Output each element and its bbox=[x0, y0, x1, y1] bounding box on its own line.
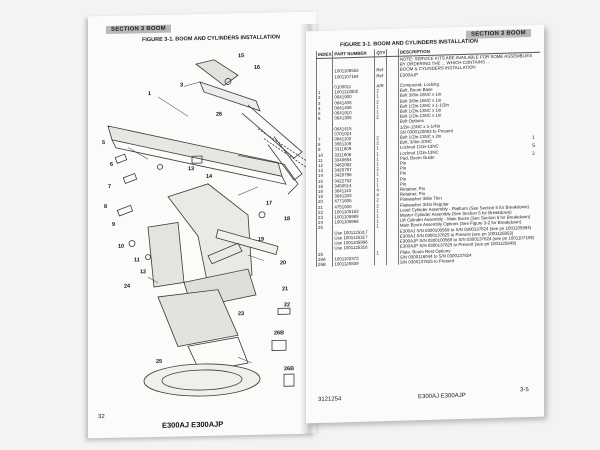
callout-label: 7 bbox=[108, 184, 111, 190]
callout-label: 22 bbox=[284, 302, 290, 308]
right-page-number: 3-5 bbox=[520, 387, 529, 394]
callout-label: 1 bbox=[148, 91, 151, 97]
callout-label: 18 bbox=[284, 216, 290, 222]
callout-label: 8 bbox=[104, 204, 107, 210]
side-mark: 3 bbox=[532, 150, 535, 158]
callout-label: 14 bbox=[206, 174, 213, 180]
callout-label: 25 bbox=[156, 359, 162, 365]
document-number: 3121254 bbox=[318, 396, 342, 403]
callout-label: 17 bbox=[266, 201, 272, 207]
parts-table-body: NOTE: SERVICE KITS ARE AVAILABLE FOR SOM… bbox=[316, 52, 540, 268]
side-mark: S bbox=[532, 142, 536, 150]
callout-label: 26B bbox=[284, 366, 294, 372]
callout-label: 12 bbox=[140, 269, 146, 275]
right-page: SECTION 3 BOOM FIGURE 3-1. BOOM AND CYLI… bbox=[306, 24, 544, 424]
left-page: SECTION 3 BOOM FIGURE 3-1. BOOM AND CYLI… bbox=[88, 11, 316, 439]
callout-label: 6 bbox=[110, 162, 113, 168]
callout-label: 19 bbox=[258, 237, 264, 243]
cell-spacer bbox=[386, 259, 399, 266]
callout-label: 10 bbox=[118, 244, 124, 250]
left-section-tab: SECTION 3 BOOM bbox=[106, 24, 171, 35]
cell-index: 26B bbox=[316, 261, 333, 268]
callout-label: 20 bbox=[280, 260, 286, 266]
callout-label: 15 bbox=[238, 53, 244, 59]
callout-label: 13 bbox=[188, 166, 194, 172]
callout-label: 23 bbox=[238, 311, 244, 317]
cell-qty bbox=[374, 259, 387, 266]
right-section-tab: SECTION 3 BOOM bbox=[466, 29, 531, 39]
side-mark: 1 bbox=[532, 134, 535, 142]
callout-label: 5 bbox=[102, 140, 105, 146]
callout-label: 24 bbox=[124, 283, 131, 289]
left-page-number: 32 bbox=[98, 414, 105, 421]
callout-label: 26 bbox=[216, 112, 222, 118]
cell-part-number: 1001125839 bbox=[332, 260, 375, 267]
right-model-footer: E300AJ E300AJP bbox=[418, 392, 466, 401]
callout-label: 26B bbox=[274, 330, 284, 336]
callout-label: 3 bbox=[180, 82, 183, 88]
callout-label: 11 bbox=[134, 257, 140, 263]
parts-table: INDEX PART NUMBER QTY DESCRIPTION NOTE: … bbox=[316, 44, 540, 268]
left-figure-title: FIGURE 3-1. BOOM AND CYLINDERS INSTALLAT… bbox=[142, 34, 281, 44]
left-model-footer: E300AJ E300AJP bbox=[162, 419, 224, 430]
boom-exploded-diagram: 1 3 5 6 7 8 9 10 11 12 13 14 15 16 17 18… bbox=[102, 53, 311, 397]
callout-label: 16 bbox=[254, 65, 260, 71]
callout-label: 9 bbox=[112, 222, 115, 228]
callout-label: 21 bbox=[282, 286, 288, 292]
